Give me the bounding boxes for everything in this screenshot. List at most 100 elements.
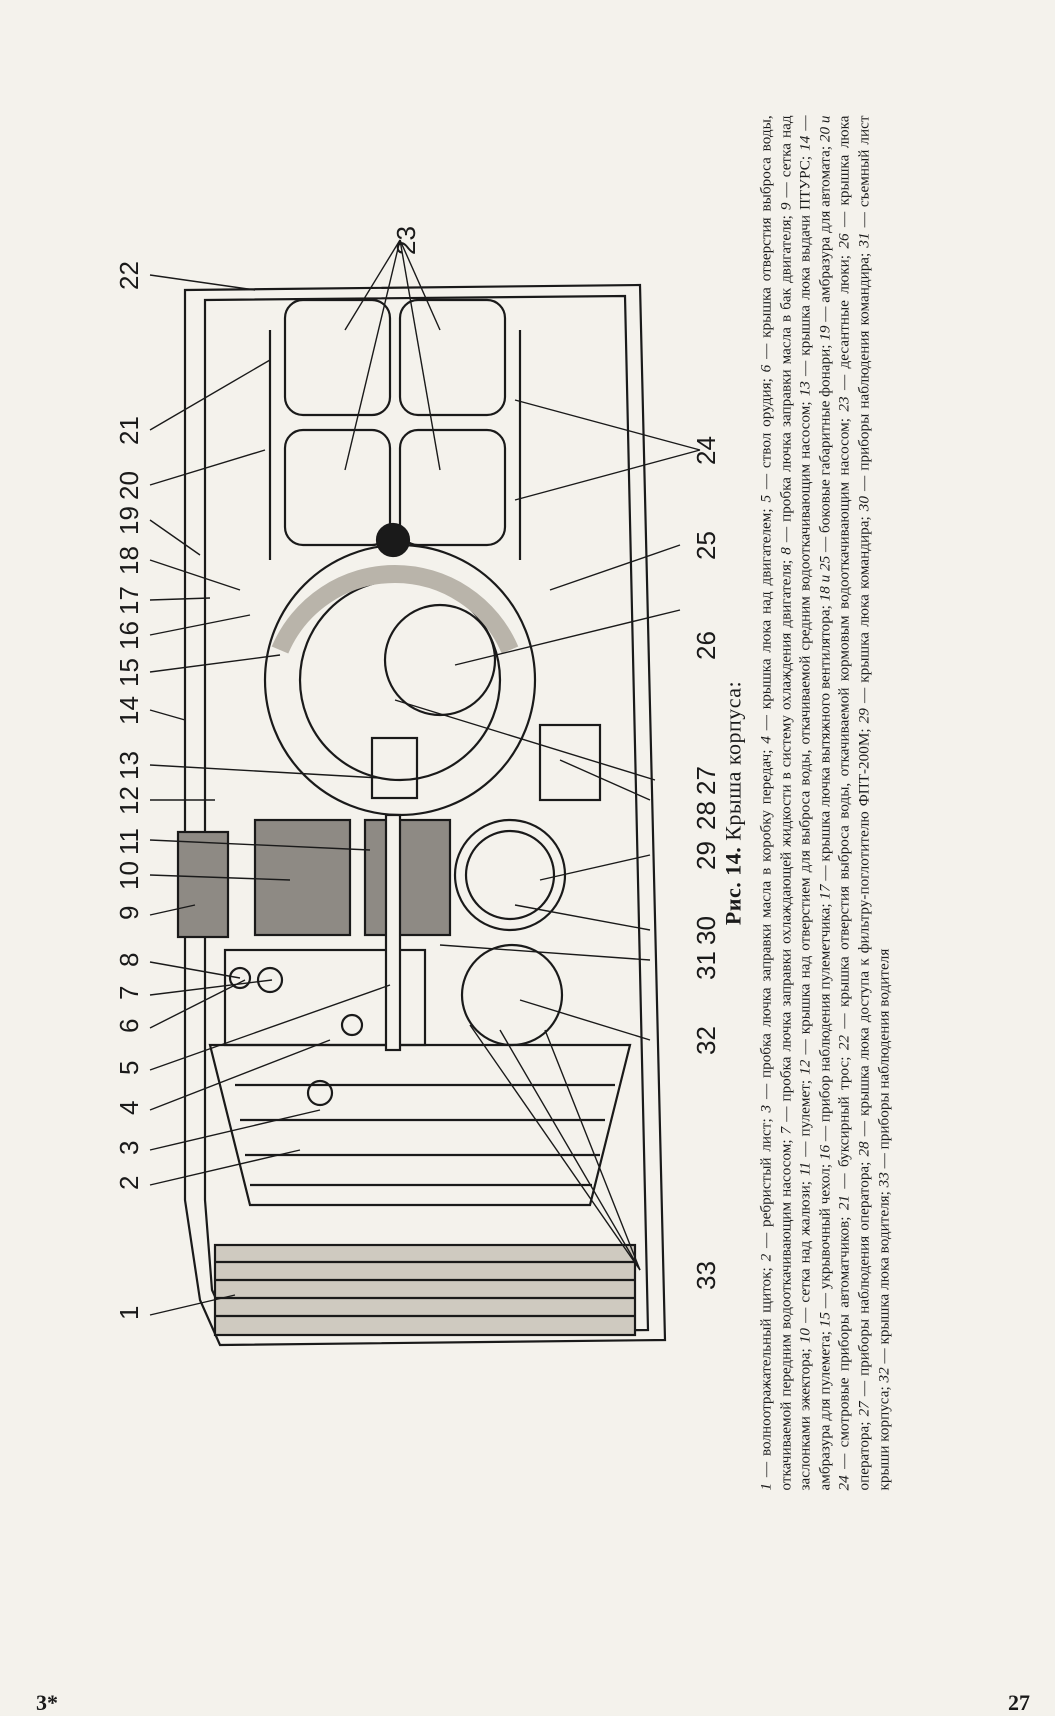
legend-number: 15 — [815, 1311, 833, 1327]
callout-14: 14 — [114, 696, 144, 725]
legend-number: 32 — [874, 1366, 892, 1382]
legend-text: крышка люка над двигателем; — [757, 507, 774, 709]
legend-text: смотровые приборы автоматчиков; — [835, 1216, 853, 1447]
callout-13: 13 — [114, 751, 144, 780]
legend-number: 23 — [835, 395, 853, 412]
wave-shield — [213, 1243, 637, 1337]
callout-5: 5 — [114, 1061, 144, 1075]
legend-number: 22 — [835, 1034, 853, 1050]
legend-number: 18 и 25 — [815, 555, 833, 601]
oil-plug — [306, 1079, 334, 1107]
callout-26: 26 — [691, 631, 721, 660]
legend-text: крышка люка водителя; — [874, 1190, 892, 1345]
ribbed-sheet — [208, 1043, 632, 1207]
troop-hatch-1 — [283, 298, 392, 417]
callout-27: 27 — [691, 766, 721, 795]
legend-number: 26 — [835, 232, 853, 249]
legend-text: приборы наблюдения оператора; — [854, 1161, 872, 1376]
legend-text: приборы наблюдения командира; — [854, 252, 872, 471]
legend-number: 33 — [874, 1171, 892, 1187]
callout-22: 22 — [114, 261, 144, 290]
legend-number: 30 — [854, 495, 872, 511]
figure-title-text: Крыша корпуса: — [720, 680, 745, 841]
legend-text: крышка над отверстием для выброса воды, … — [796, 400, 814, 1034]
callout-numbers: 1 2 3 4 5 6 7 8 9 10 11 12 13 14 15 16 1… — [114, 226, 721, 1320]
legend-text: пробка лючка заправки масла в коробку пе… — [757, 748, 774, 1078]
figure-caption: Рис. 14. Крыша корпуса: 1 — волноотражат… — [720, 115, 955, 1490]
callout-20: 20 — [114, 471, 144, 500]
legend-number: 14 — [796, 135, 814, 151]
callout-24: 24 — [691, 436, 721, 465]
caption-wrap: Рис. 14. Крыша корпуса: 1 — волноотражат… — [720, 115, 955, 1490]
callout-1: 1 — [114, 1306, 144, 1320]
legend-text: укрывочный чехол; — [815, 1163, 833, 1289]
callout-2: 2 — [114, 1176, 144, 1190]
callout-3: 3 — [114, 1141, 144, 1155]
callout-19: 19 — [114, 506, 144, 535]
callout-9: 9 — [114, 906, 144, 920]
legend-number: 27 — [854, 1400, 872, 1416]
hull-outline — [183, 283, 667, 1347]
callout-15: 15 — [114, 658, 144, 687]
callout-29: 29 — [691, 841, 721, 870]
callout-28: 28 — [691, 801, 721, 830]
engine-hatch — [223, 948, 427, 1047]
legend-number: 4 — [757, 735, 774, 744]
legend-number: 5 — [757, 494, 774, 503]
callout-31: 31 — [691, 951, 721, 980]
legend-text: крышка люка доступа к фильтру-поглотител… — [854, 727, 872, 1116]
legend-number: 13 — [796, 380, 814, 396]
callout-30: 30 — [691, 916, 721, 945]
legend-number: 17 — [815, 883, 833, 900]
legend-text: боковые габаритные фонари; — [815, 344, 833, 533]
operator-hatch — [383, 603, 497, 717]
callout-12: 12 — [114, 786, 144, 815]
legend-text: крышка люка командира; — [854, 515, 872, 683]
legend-text: пулемет; — [796, 1079, 814, 1136]
legend-number: 16 — [815, 1144, 833, 1160]
troop-hatch-3 — [283, 428, 392, 547]
legend-text: крышка лючка вытяжного вентилятора; — [815, 604, 833, 862]
legend-number: 10 — [796, 1327, 814, 1343]
callout-32: 32 — [691, 1026, 721, 1055]
legend-text: приборы наблюдения водителя — [874, 948, 892, 1149]
commander-hatch — [453, 818, 567, 932]
legend-number: 1 — [757, 1482, 774, 1490]
legend-number: 9 — [776, 202, 794, 210]
callout-7: 7 — [114, 986, 144, 1000]
legend-number: 7 — [776, 1126, 794, 1134]
coolant-plug — [256, 966, 284, 994]
legend-number: 11 — [796, 1161, 814, 1176]
footer-signature-mark: 3* — [36, 1690, 58, 1715]
callout-16: 16 — [114, 621, 144, 650]
callout-18: 18 — [114, 546, 144, 575]
hull-inner-outline — [203, 294, 650, 1336]
page-number: 27 — [1008, 1690, 1030, 1715]
cover-tarp — [271, 564, 519, 654]
callout-10: 10 — [114, 861, 144, 890]
legend-text: десантные люки; — [835, 254, 853, 368]
ejector-mesh — [176, 830, 230, 939]
gun-barrel — [384, 813, 402, 1052]
legend-number: 19 — [815, 325, 833, 341]
legend-text: сетка над жалюзи; — [796, 1180, 814, 1303]
legend-number: 29 — [854, 707, 872, 723]
figure-title: Рис. 14. Крыша корпуса: — [720, 115, 746, 1490]
legend-text: прибор наблюдения пулеметчика; — [815, 902, 833, 1122]
callout-8: 8 — [114, 953, 144, 967]
callout-6: 6 — [114, 1019, 144, 1033]
legend-text: ребристый лист; — [757, 1117, 774, 1227]
engine-oil-plug — [228, 966, 252, 990]
atgm-hatch — [370, 736, 419, 800]
legend-number: 3 — [757, 1104, 774, 1112]
louver-mesh — [253, 818, 352, 937]
legend-text: амбразура для автомата; — [815, 145, 833, 303]
legend-text: пробка лючка заправки масла в бак двигат… — [776, 214, 794, 522]
legend-text: волноотражательный щиток; — [757, 1266, 774, 1456]
legend-text: пробка лючка заправки охлаждающей жидкос… — [776, 559, 794, 1101]
legend-number: 12 — [796, 1059, 814, 1075]
legend-text: ствол орудия; — [757, 377, 774, 468]
callout-21: 21 — [114, 416, 144, 445]
legend-number: 2 — [757, 1253, 774, 1261]
